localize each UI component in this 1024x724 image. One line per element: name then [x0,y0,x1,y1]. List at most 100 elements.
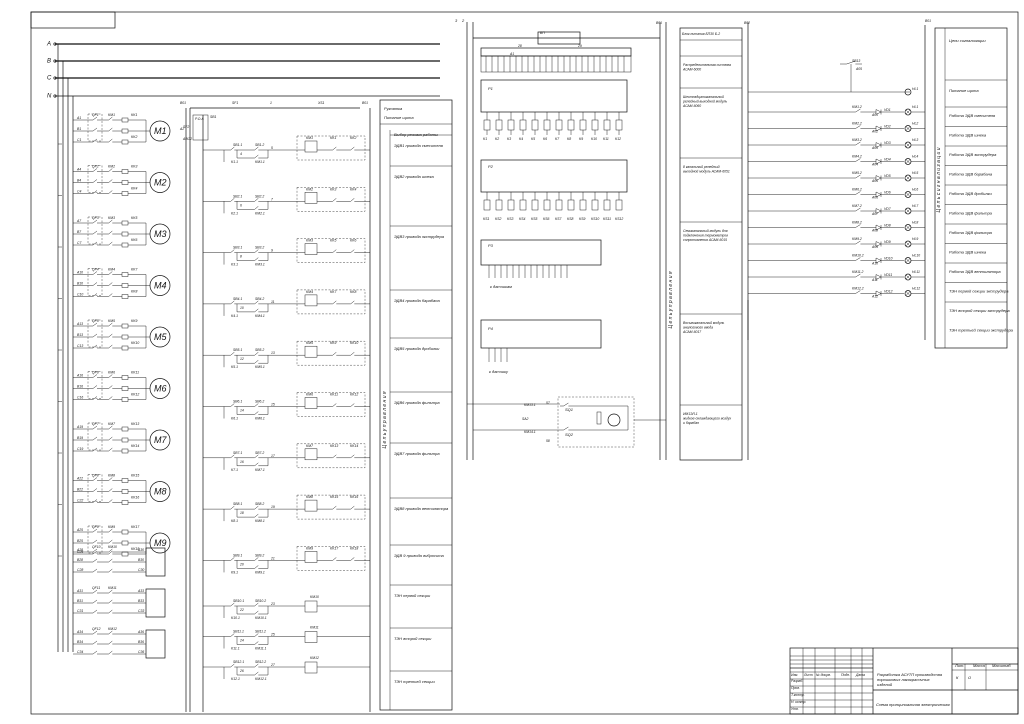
wire-number: 26 [239,669,244,673]
km-contact [108,138,113,143]
signal-node-label: A04 [871,163,878,167]
relay-coil [519,119,527,131]
phase-tag: B28 [77,558,83,562]
signal-row-label: Работа ЭДВ вентилятора [949,269,1001,274]
kk-contact-label: KK12 [350,393,358,397]
start-button [254,557,259,561]
thermal-relay-element [121,500,129,505]
stop-button-label: SB11.1 [233,630,244,634]
coil-label: KM8 [306,495,313,499]
stop-button-label: SB7.1 [233,451,242,455]
coil-symbol [304,192,318,204]
km-contact [108,425,113,430]
kk-contact-label: KK16 [350,495,358,499]
qf-contact [92,127,98,132]
overload-frame [296,187,366,212]
coil-symbol [304,397,318,409]
motor-label: M6 [154,384,167,394]
k-label: K3 [507,137,511,141]
plc-desc-line: 8 канальный релейный [683,165,720,169]
diode-label: VD10 [884,257,893,261]
relay-coil [483,119,491,131]
qf-contact [92,190,98,194]
hl1-label: HL1 [912,87,918,91]
signal-row-label: ТЭН второй секции экструдера [949,308,1010,313]
km-contact [108,374,113,378]
phase-tag: A19 [76,425,83,429]
signal-km-label: KM8.2 [852,221,862,225]
signal-row-label: Работа ЭДВ барабана [949,172,993,177]
coil-label: KM12 [310,656,319,660]
k-label: K11 [603,137,609,141]
kk-label: KK13 [131,422,139,426]
relay-coil [531,119,539,131]
coil-symbol [304,551,318,563]
sf2-label: SF2 [183,125,189,129]
title-list: Лист [803,673,813,677]
km-contact [108,282,113,286]
sb1-label: SB1 [210,115,217,119]
overload-frame [296,494,366,520]
km-contact [108,219,113,224]
title-block-frame [789,647,1019,715]
desc-1: ЭДВ1 привода смесителя [394,143,444,148]
p3-label: P3 [488,243,494,248]
wire-number: 5 [271,146,273,150]
kk-contact [332,403,337,407]
coil-symbol [304,600,318,613]
wire-number: 8 [240,255,242,259]
stop-button-label: SB6.1 [233,400,242,404]
km-contact [108,116,113,121]
kk-contact [350,300,355,305]
holding-contact [254,308,259,313]
phase-tag: B7 [77,230,81,234]
qf-contact [92,322,98,327]
wire-number: 11 [271,300,275,304]
phase-tag: A31 [76,589,83,593]
qf-contact [92,116,98,121]
stop-button-label: SB1.1 [233,143,242,147]
holding-contact-label: KM10.1 [255,616,267,620]
p2-block [480,159,628,193]
ks-label: KS5 [531,217,538,221]
kk-label: KK1 [131,113,138,117]
qf-group-frame [87,319,103,348]
qf-contact [92,396,98,400]
qf-contact [92,436,98,441]
start-button-label: SB11.2 [255,630,266,634]
relay-coil [603,199,611,211]
signal-contact [855,240,861,245]
holding-contact [254,462,259,466]
plc-desc-line: подключения термометров [683,234,728,238]
relay-contact-label: K2.1 [231,211,238,215]
signal-column [934,27,1008,349]
signal-km-label: KM11.2 [852,270,864,274]
kk-label: KK10 [131,341,139,345]
qf-contact [92,630,98,635]
relay-coil [543,119,551,131]
bus-node [53,76,57,80]
km13-label: KM13.1 [524,403,536,407]
stop-button [230,454,235,458]
coil-symbol [304,243,318,255]
qf-contact [92,589,98,594]
kk-contact [350,352,355,356]
holding-contact-label: KM3.1 [255,263,265,267]
k-label: K1 [483,137,487,141]
kk-label: KK18 [131,547,139,551]
qf-label: QF5 [92,319,99,323]
start-button [254,602,259,607]
start-button-label: SB10.2 [255,599,266,603]
coil-symbol [304,499,318,512]
phase-tag: A4 [76,168,81,172]
km-contact [108,168,113,172]
diode [875,224,882,231]
